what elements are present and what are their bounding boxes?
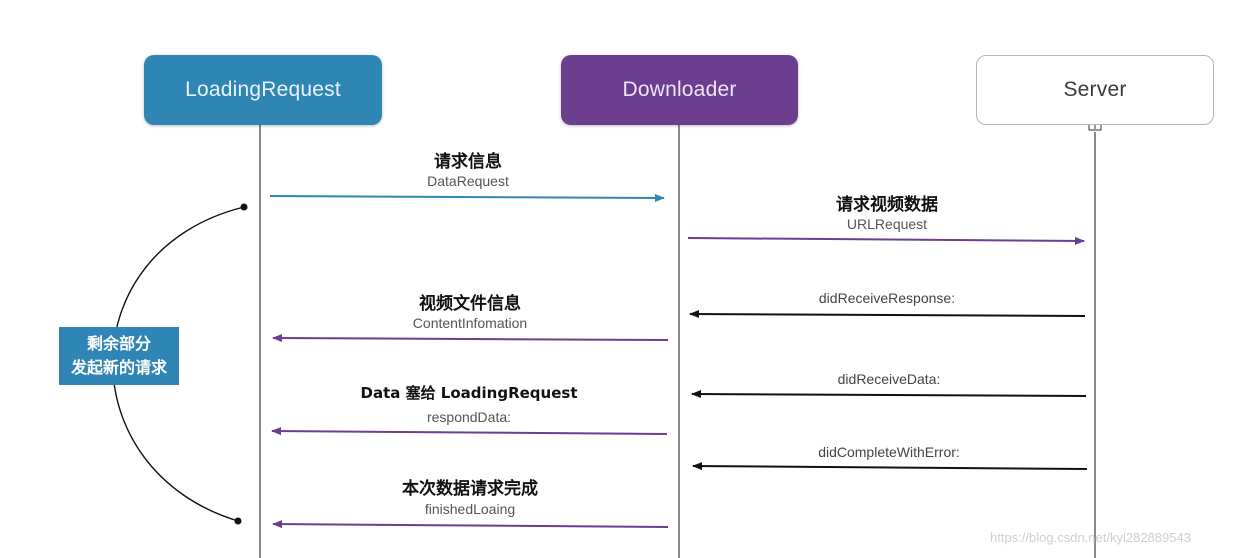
loading-request-node: LoadingRequest [144,55,382,125]
arrow-url-request [687,236,1085,245]
loop-arc-end-dot [240,203,248,211]
arrow-data-request [269,193,665,202]
remaining-request-note-line2: 发起新的请求 [70,358,167,377]
respond-data-title: Data 塞给 LoadingRequest [360,384,578,402]
arrow-respond-data [271,427,668,436]
arrow-did-receive-data [691,390,1087,399]
respond-data-subtitle: respondData: [426,409,512,425]
url-request-subtitle: URLRequest [846,216,928,232]
arrow-did-receive-response [689,310,1086,319]
data-request-subtitle: DataRequest [427,173,509,189]
finished-loading-title: 本次数据请求完成 [402,479,538,499]
remaining-request-note: 剩余部分 发起新的请求 [59,327,179,385]
data-request-title: 请求信息 [434,152,502,172]
server-node: Server [976,55,1214,125]
content-info-title: 视频文件信息 [419,294,521,314]
arrow-finished-loading [272,520,669,529]
arrow-did-complete [692,462,1088,471]
url-request-title: 请求视频数据 [836,195,938,215]
content-info-subtitle: ContentInfomation [412,315,528,331]
downloader-node: Downloader [561,55,798,125]
did-receive-data-label: didReceiveData: [837,371,941,387]
loop-arc-start-dot [234,517,242,525]
did-receive-response-label: didReceiveResponse: [818,290,956,306]
watermark: https://blog.csdn.net/kyl282889543 [990,530,1191,545]
remaining-request-note-line1: 剩余部分 [86,334,151,353]
arrow-content-info [272,334,669,343]
finished-loading-subtitle: finishedLoaing [424,501,516,517]
did-complete-with-error-label: didCompleteWithError: [818,444,960,460]
